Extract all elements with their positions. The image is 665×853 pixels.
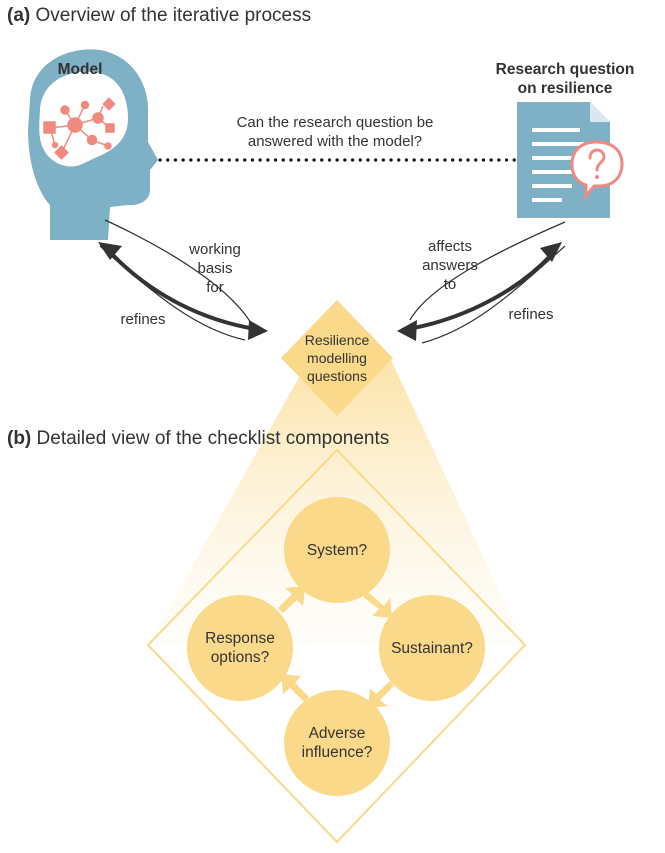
checklist-diamond bbox=[146, 448, 527, 844]
panel-a-text: Overview of the iterative process bbox=[35, 5, 312, 26]
resilience-questions-diamond bbox=[281, 300, 393, 416]
cycle-arrows bbox=[278, 586, 394, 708]
response-line2: options? bbox=[210, 649, 270, 666]
question-line1: Can the research question be bbox=[236, 114, 434, 131]
adverse-influence-label: Adverse influence? bbox=[287, 724, 387, 762]
working-basis-line1: working bbox=[189, 241, 241, 258]
panel-a-letter: (a) bbox=[7, 5, 31, 26]
model-label: Model bbox=[57, 61, 103, 78]
refines-right-arrowhead-top bbox=[540, 242, 562, 262]
adverse-circle bbox=[284, 690, 390, 796]
panel-b-letter: (b) bbox=[7, 428, 32, 449]
question-line2: answered with the model? bbox=[247, 133, 423, 150]
sustainant-circle bbox=[379, 595, 485, 701]
response-circle bbox=[187, 595, 293, 701]
refines-left-arrowhead-top bbox=[98, 242, 122, 260]
response-options-label: Response options? bbox=[190, 629, 290, 667]
refines-right-arrow bbox=[401, 250, 556, 332]
refines-right-label: refines bbox=[508, 306, 554, 323]
question-text: Can the research question be answered wi… bbox=[190, 113, 480, 151]
arrow-system-to-sustainant bbox=[363, 592, 392, 618]
refines-left-arrow bbox=[106, 248, 263, 332]
working-basis-line2: basis bbox=[197, 260, 233, 277]
resilience-questions-label: Resilience modelling questions bbox=[287, 331, 387, 385]
affects-line1: affects bbox=[428, 238, 472, 255]
working-basis-line3: for bbox=[206, 279, 224, 296]
arrow-response-to-system bbox=[278, 586, 305, 613]
working-basis-label: working basis for bbox=[175, 240, 255, 297]
panel-b-title: (b) Detailed view of the checklist compo… bbox=[7, 428, 389, 450]
panel-b-text: Detailed view of the checklist component… bbox=[36, 428, 390, 449]
response-line1: Response bbox=[205, 630, 275, 647]
system-label: System? bbox=[306, 542, 368, 559]
system-circle bbox=[284, 497, 390, 603]
research-label-line1: Research question bbox=[495, 61, 635, 78]
panel-a-title: (a) Overview of the iterative process bbox=[7, 5, 311, 27]
network-icon bbox=[43, 97, 116, 160]
head-icon bbox=[28, 49, 158, 240]
question-bubble-icon bbox=[570, 140, 624, 201]
left-cycle bbox=[98, 219, 268, 341]
adverse-line2: influence? bbox=[301, 744, 373, 761]
affects-line3: to bbox=[443, 276, 457, 293]
working-basis-curve bbox=[104, 219, 256, 331]
refines-left-label: refines bbox=[120, 311, 166, 328]
affects-curve bbox=[409, 221, 566, 321]
sustainant-label: Sustainant? bbox=[391, 640, 473, 657]
adverse-line1: Adverse bbox=[308, 725, 366, 742]
right-cycle bbox=[397, 221, 566, 344]
research-question-label: Research question on resilience bbox=[470, 60, 660, 98]
resilience-line1: Resilience bbox=[304, 332, 370, 348]
document-icon bbox=[517, 102, 624, 218]
refines-left-arrowhead-bottom bbox=[248, 320, 268, 340]
refines-right-arrowhead-bottom bbox=[397, 320, 417, 341]
resilience-line2: modelling bbox=[307, 350, 367, 366]
affects-line2: answers bbox=[422, 257, 478, 274]
arrow-sustainant-to-adverse bbox=[368, 681, 394, 708]
research-label-line2: on resilience bbox=[517, 80, 613, 97]
arrow-adverse-to-response bbox=[281, 674, 309, 702]
resilience-line3: questions bbox=[307, 368, 367, 384]
affects-answers-label: affects answers to bbox=[405, 237, 495, 294]
